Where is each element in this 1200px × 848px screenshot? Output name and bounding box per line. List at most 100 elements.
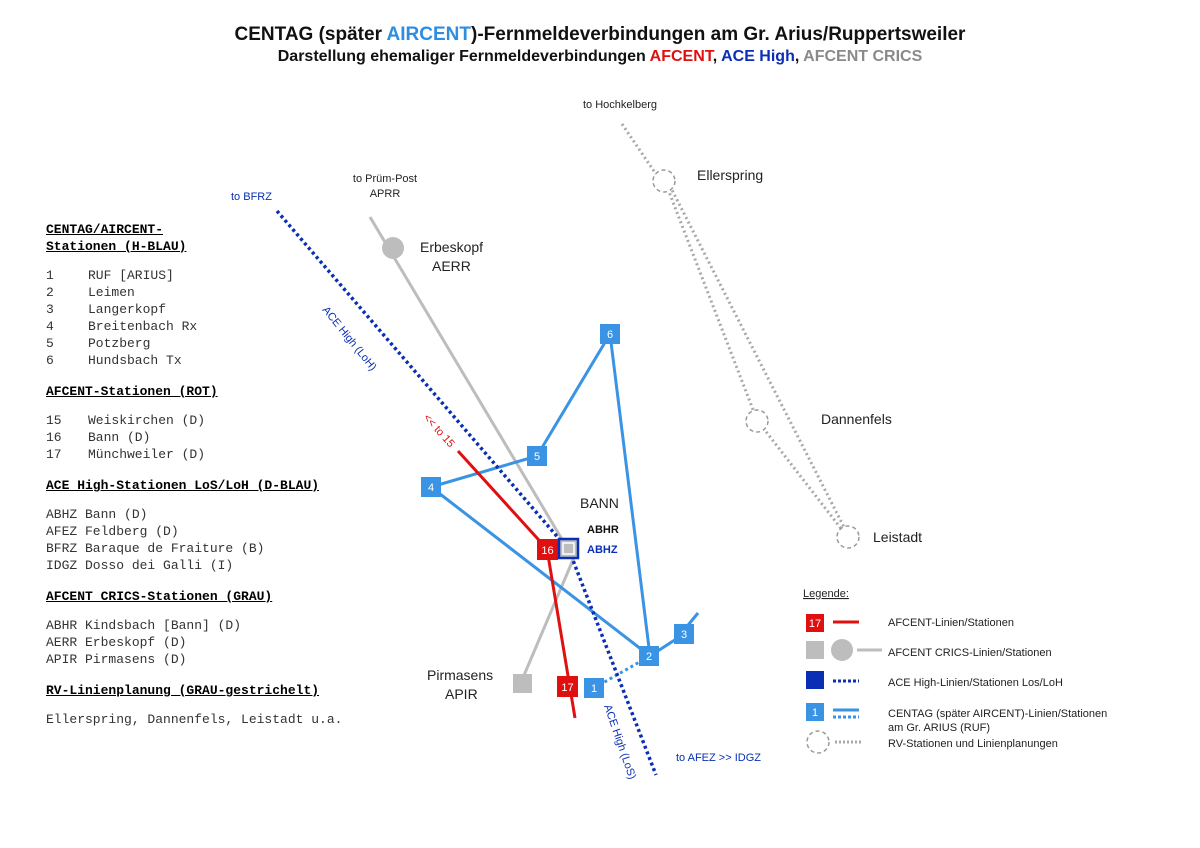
station-dannenfels bbox=[745, 409, 769, 433]
legend-title: Legende: bbox=[803, 588, 849, 600]
centag-line-4-2 bbox=[430, 485, 651, 658]
centag-stations: 4 5 6 2 3 1 bbox=[421, 324, 694, 698]
station-17 bbox=[557, 676, 578, 697]
station-17-label: 17 bbox=[561, 682, 573, 694]
section-heading: AFCENT-Stationen (ROT) bbox=[46, 383, 386, 400]
label-dannenfels: Dannenfels bbox=[821, 411, 892, 427]
afcent-line-to-15 bbox=[456, 449, 549, 551]
label-leistadt: Leistadt bbox=[873, 529, 922, 545]
station-name: ABHR Kindsbach [Bann] (D) bbox=[46, 618, 242, 633]
station-entry: 2 Leimen bbox=[46, 284, 386, 301]
station-name: Ellerspring, Dannenfels, Leistadt u.a. bbox=[46, 712, 343, 727]
main-title: CENTAG (später AIRCENT)-Fernmeldeverbind… bbox=[0, 24, 1200, 46]
station-1 bbox=[584, 678, 604, 698]
station-5-label: 5 bbox=[534, 451, 540, 463]
section-heading-line: AFCENT-Stationen (ROT) bbox=[46, 384, 218, 399]
crics-lines bbox=[368, 216, 580, 681]
station-entry: 5 Potzberg bbox=[46, 335, 386, 352]
station-entry: 3 Langerkopf bbox=[46, 301, 386, 318]
ace-lines bbox=[275, 209, 658, 776]
legend-crics-circle bbox=[831, 639, 853, 661]
centag-line-6-2 bbox=[608, 333, 652, 657]
centag-line-4-5 bbox=[430, 454, 538, 489]
station-3 bbox=[674, 624, 694, 644]
station-name: Hundsbach Tx bbox=[88, 353, 182, 368]
station-name: RUF [ARIUS] bbox=[88, 268, 174, 283]
station-list: CENTAG/AIRCENT-Stationen (H-BLAU) 1 RUF [A… bbox=[46, 221, 386, 742]
station-4-label: 4 bbox=[428, 482, 434, 494]
section-heading-line: RV-Linienplanung (GRAU-gestrichelt) bbox=[46, 683, 320, 698]
rv-lines bbox=[620, 123, 848, 536]
rv-line-ellerspring-leistadt bbox=[668, 185, 848, 532]
label-aerr: AERR bbox=[432, 258, 471, 274]
station-name: Leimen bbox=[88, 285, 135, 300]
label-to-15: << to 15 bbox=[421, 412, 457, 450]
station-number: 4 bbox=[46, 319, 54, 334]
station-number: 15 bbox=[46, 413, 62, 428]
crics-line-bann-pirmasens bbox=[520, 547, 580, 681]
legend-centag-swatch-label: 1 bbox=[812, 707, 818, 719]
station-6 bbox=[600, 324, 620, 344]
label-to-afez: to AFEZ >> IDGZ bbox=[676, 752, 761, 764]
crics-line-erbeskopf-bann bbox=[368, 216, 568, 547]
subtitle: Darstellung ehemaliger Fernmeldeverbindu… bbox=[0, 48, 1200, 66]
centag-line-5-6 bbox=[535, 333, 612, 457]
station-entry: 17 Münchweiler (D) bbox=[46, 446, 386, 463]
label-to-pruem: to Prüm-Post bbox=[353, 173, 417, 185]
station-section: RV-Linienplanung (GRAU-gestrichelt) Eller… bbox=[46, 682, 386, 728]
station-name: AERR Erbeskopf (D) bbox=[46, 635, 187, 650]
title-text: CENTAG (später bbox=[234, 24, 387, 45]
station-section: ACE High-Stationen LoS/LoH (D-BLAU)ABHZ … bbox=[46, 477, 386, 574]
station-number: 6 bbox=[46, 353, 54, 368]
afcent-stations: 16 17 bbox=[537, 539, 578, 697]
station-name: Münchweiler (D) bbox=[88, 447, 206, 462]
station-5 bbox=[527, 446, 547, 466]
label-abhz: ABHZ bbox=[587, 544, 618, 556]
station-number: 1 bbox=[46, 268, 54, 283]
legend-afcent-swatch bbox=[806, 614, 824, 632]
station-bann-inner bbox=[562, 542, 575, 555]
subtitle-ace-high: ACE High bbox=[721, 48, 795, 65]
station-entry: 1 RUF [ARIUS] bbox=[46, 267, 386, 284]
station-ellerspring bbox=[652, 169, 676, 193]
station-name: ABHZ Bann (D) bbox=[46, 507, 148, 522]
station-entry: AFEZ Feldberg (D) bbox=[46, 523, 386, 540]
title-text-end: )-Fernmeldeverbindungen am Gr. Arius/Rup… bbox=[471, 24, 966, 45]
legend-afcent-swatch-label: 17 bbox=[809, 618, 821, 630]
station-name: Langerkopf bbox=[88, 302, 167, 317]
station-number: 3 bbox=[46, 302, 54, 317]
station-entry: 6 Hundsbach Tx bbox=[46, 352, 386, 369]
legend-centag-text-1: CENTAG (später AIRCENT)-Linien/Stationen bbox=[888, 708, 1107, 720]
station-3-label: 3 bbox=[681, 629, 687, 641]
ace-line-loh bbox=[275, 209, 569, 550]
centag-line-1-2-dotted bbox=[593, 654, 651, 690]
station-erbeskopf bbox=[382, 237, 404, 259]
station-leistadt bbox=[836, 525, 860, 549]
station-number: 5 bbox=[46, 336, 54, 351]
subtitle-afcent: AFCENT bbox=[649, 48, 713, 65]
label-ace-loh: ACE High (LoH) bbox=[320, 304, 379, 373]
section-heading: CENTAG/AIRCENT-Stationen (H-BLAU) bbox=[46, 221, 386, 255]
station-number: 17 bbox=[46, 447, 62, 462]
label-ellerspring: Ellerspring bbox=[697, 167, 763, 183]
station-name: APIR Pirmasens (D) bbox=[46, 652, 187, 667]
subtitle-sep: , bbox=[712, 48, 722, 65]
station-name: AFEZ Feldberg (D) bbox=[46, 524, 179, 539]
station-entry: ABHR Kindsbach [Bann] (D) bbox=[46, 617, 386, 634]
subtitle-text: Darstellung ehemaliger Fernmeldeverbindu… bbox=[277, 48, 650, 65]
rv-line-ellerspring-dannenfels bbox=[664, 183, 759, 421]
station-entry: BFRZ Baraque de Fraiture (B) bbox=[46, 540, 386, 557]
subtitle-crics: AFCENT CRICS bbox=[803, 48, 923, 65]
station-4 bbox=[421, 477, 441, 497]
station-pirmasens bbox=[513, 674, 532, 693]
station-name: Bann (D) bbox=[88, 430, 151, 445]
station-number: 2 bbox=[46, 285, 54, 300]
label-to-hochkelberg: to Hochkelberg bbox=[583, 99, 657, 111]
ace-line-los bbox=[567, 549, 658, 776]
station-name: Potzberg bbox=[88, 336, 151, 351]
legend-rv-text: RV-Stationen und Linienplanungen bbox=[888, 738, 1058, 750]
station-16-label: 16 bbox=[541, 545, 553, 557]
